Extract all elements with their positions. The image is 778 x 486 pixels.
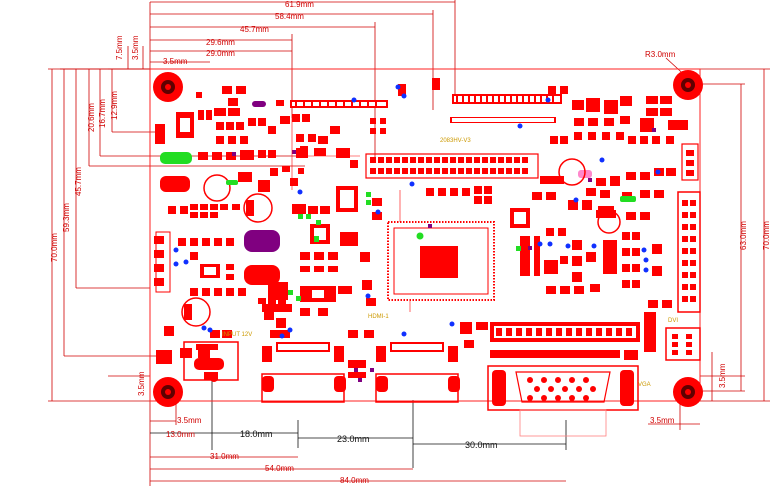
test-pad [398, 84, 406, 96]
smd-components-bottom [262, 304, 656, 360]
mounting-hole-top-left [153, 72, 183, 102]
dim-7-5-label: 7.5mm [115, 35, 124, 60]
pcb-traces [291, 118, 411, 312]
dim-59-3-label: 59.3mm [62, 203, 71, 232]
right-dimension-lines [665, 57, 770, 402]
top-dimension-lines [60, 0, 456, 160]
mounting-hole-bottom-left [153, 377, 183, 407]
dvi-label-silkscreen: DVI [668, 318, 678, 324]
side-connector-right-lower [665, 327, 701, 361]
vga-label-silkscreen: VGA [638, 382, 651, 388]
dim-70-left-label: 70.0mm [50, 233, 59, 262]
smd-components-right [510, 86, 688, 308]
dim-3-5-vert-label: 3.5mm [131, 35, 140, 60]
vga-connector [487, 365, 639, 437]
top-dimension-labels: 61.9mm 58.4mm 45.7mm 29.6mm 29.0mm 3.5mm… [115, 0, 314, 66]
connector-left-side [155, 231, 171, 293]
dim-3-5-left-label: 3.5mm [137, 371, 146, 396]
mounting-hole-top-right [673, 70, 703, 100]
dim-20-6-label: 20.6mm [87, 103, 96, 132]
hdmi-label-silkscreen: HDMI-1 [368, 314, 389, 320]
main-ic-chip [387, 221, 495, 301]
dim-12-9-label: 12.9mm [110, 91, 119, 120]
blue-vias [173, 84, 661, 339]
dim-r3-label: R3.0mm [645, 50, 676, 59]
dim-3-5-right-vert-label: 3.5mm [718, 363, 727, 388]
dim-16-7-label: 16.7mm [98, 99, 107, 128]
power-label-silkscreen: INPUT 12V [222, 332, 252, 338]
dim-29-0-label: 29.0mm [206, 49, 235, 58]
right-dimension-labels: R3.0mm 70.0mm 63.0mm 3.5mm [645, 50, 771, 388]
led-green [160, 152, 192, 164]
dim-3-5-bottom-right-label: 3.5mm [650, 416, 675, 425]
pin1-marker [416, 232, 424, 240]
dim-18-label: 18.0mm [240, 429, 273, 439]
dim-45-7-left-label: 45.7mm [74, 167, 83, 196]
dim-23-label: 23.0mm [337, 434, 370, 444]
dim-13-label: 13.0mm [166, 430, 195, 439]
connector-right-upper [681, 143, 699, 181]
mounting-hole-bottom-right [673, 377, 703, 407]
crystal-red [244, 265, 280, 285]
dim-3-5-bottom-left-label: 3.5mm [177, 416, 202, 425]
dim-84-label: 84.0mm [340, 476, 369, 485]
fpc-connector-top-right [452, 94, 562, 104]
dim-58-4-label: 58.4mm [275, 12, 304, 21]
purple-pads [232, 128, 656, 382]
electrolytic-capacitors [181, 158, 621, 327]
dim-45-7-label: 45.7mm [240, 25, 269, 34]
hdmi-connector-1 [261, 342, 346, 403]
led-purple [252, 101, 266, 107]
dim-30-label: 30.0mm [465, 440, 498, 450]
dim-29-6-label: 29.6mm [206, 38, 235, 47]
side-connector-right [677, 191, 701, 313]
bottom-dimension-lines [149, 380, 700, 486]
dim-70-right-label: 70.0mm [762, 221, 771, 250]
left-dimension-lines [48, 68, 305, 402]
power-jack [183, 341, 239, 382]
crystal-purple [244, 230, 280, 252]
dim-54-label: 54.0mm [265, 464, 294, 473]
fpc-connector-mid [450, 117, 556, 123]
fpc-connector-top-left [290, 100, 388, 108]
dim-63-label: 63.0mm [739, 221, 748, 250]
mounting-holes [153, 70, 703, 407]
dim-61-9-label: 61.9mm [285, 0, 314, 9]
left-dimension-labels: 70.0mm 59.3mm 45.7mm 20.6mm 16.7mm 12.9m… [50, 91, 146, 396]
smd-components-left [154, 86, 316, 364]
dim-31-label: 31.0mm [210, 452, 239, 461]
bottom-dimension-labels: 3.5mm 13.0mm 18.0mm 23.0mm 30.0mm 31.0mm… [166, 416, 675, 485]
smd-components-middle [268, 118, 492, 306]
test-pad [432, 78, 440, 90]
hdmi-side-parts [270, 330, 374, 378]
capacitor-red [160, 176, 190, 192]
board-name-silkscreen: 2083HV-V3 [440, 138, 471, 144]
pin-header-2x20 [365, 153, 539, 179]
dim-3-5-top-label: 3.5mm [163, 57, 188, 66]
hdmi-connector-2 [375, 342, 460, 403]
green-pads [226, 180, 636, 301]
